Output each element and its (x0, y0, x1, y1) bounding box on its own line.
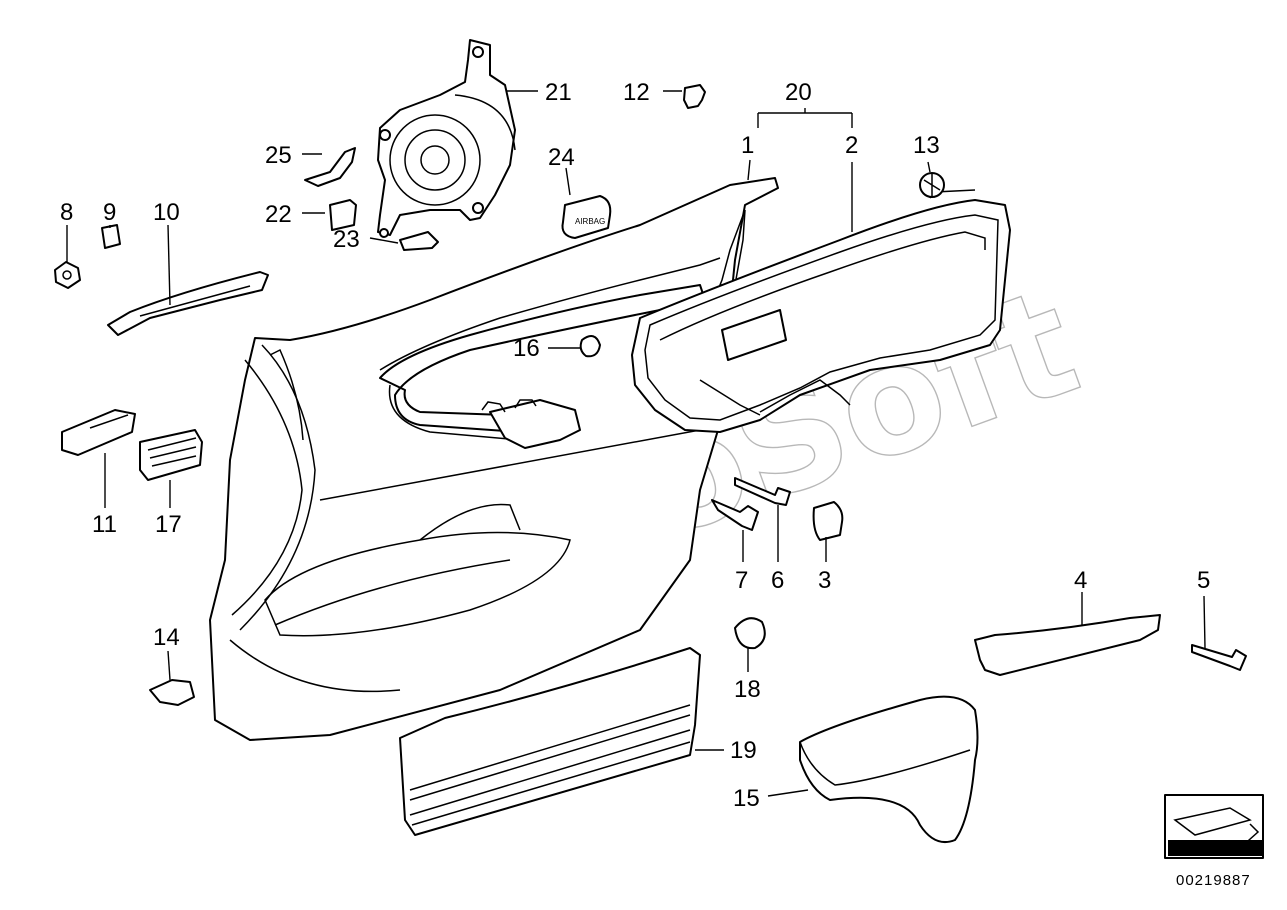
callout-1: 1 (741, 132, 754, 159)
bracket-icon (107, 271, 269, 336)
callout-20: 20 (785, 79, 812, 106)
callout-16: 16 (513, 335, 540, 362)
callout-7: 7 (735, 567, 748, 594)
callout-17: 17 (155, 511, 182, 538)
pull-handle-icon (974, 614, 1161, 676)
airbag-badge-icon: AIRBAG (561, 195, 612, 239)
badge-text: AIRBAG (575, 217, 605, 226)
armrest-insert-icon (631, 189, 1011, 433)
callout-3: 3 (818, 567, 831, 594)
callout-25: 25 (265, 142, 292, 169)
callout-11: 11 (92, 511, 117, 538)
callout-6: 6 (771, 567, 784, 594)
speaker-icon (377, 39, 516, 238)
door-frame-icon (379, 284, 706, 449)
callout-2: 2 (845, 132, 858, 159)
door-trim-panel-icon (209, 177, 779, 741)
screw-icon (399, 231, 1247, 671)
callout-5: 5 (1197, 567, 1210, 594)
map-pocket-icon (399, 647, 701, 836)
callout-23: 23 (333, 226, 360, 253)
callout-22: 22 (265, 201, 292, 228)
callout-4: 4 (1074, 567, 1087, 594)
callout-24: 24 (548, 144, 575, 171)
callout-14: 14 (153, 624, 180, 651)
callout-15: 15 (733, 785, 760, 812)
clip-icon (54, 84, 945, 706)
arrow-icon[interactable] (1164, 794, 1264, 859)
callout-19: 19 (730, 737, 757, 764)
armrest-icon (799, 695, 979, 844)
callout-18: 18 (734, 676, 761, 703)
callout-10: 10 (153, 199, 180, 226)
callout-21: 21 (545, 79, 572, 106)
callout-13: 13 (913, 132, 940, 159)
callout-8: 8 (60, 199, 73, 226)
callout-labels: 1 2 3 4 5 6 7 8 9 10 11 12 13 14 15 16 1… (60, 79, 1210, 812)
switch-housing-icon (61, 409, 203, 481)
callout-9: 9 (103, 199, 116, 226)
reference-number: 00219887 (1176, 872, 1251, 889)
callout-12: 12 (623, 79, 650, 106)
leader-lines (66, 90, 1206, 797)
